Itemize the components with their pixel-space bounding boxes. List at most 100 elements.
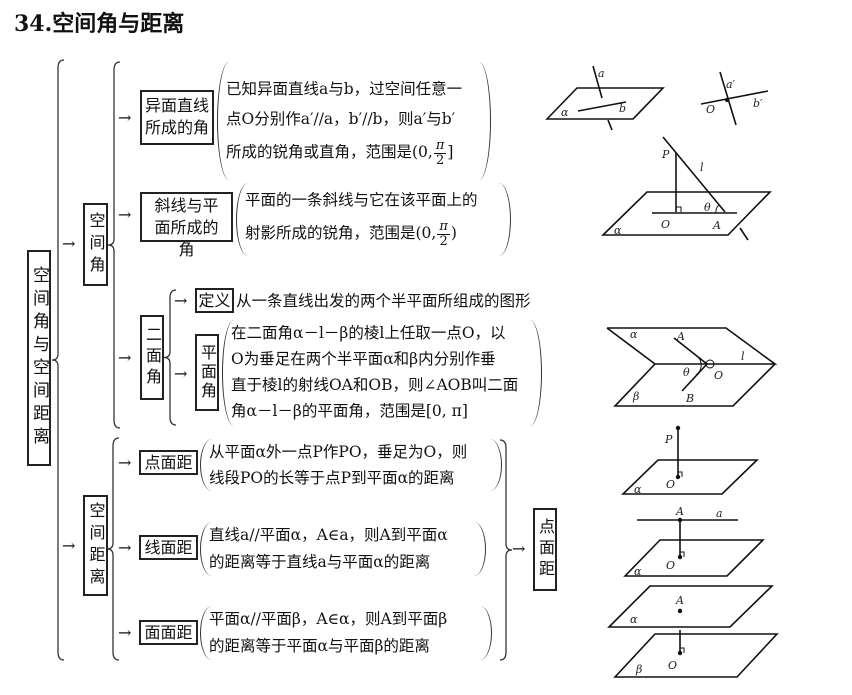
skew-lines-definition: 已知异面直线a与b，过空间任意一 点O分别作a′//a，b′//b，则a′与b′… — [217, 62, 491, 180]
node-skew-lines-angle: 异面直线所成的角 — [140, 90, 214, 145]
line-a — [592, 65, 603, 99]
label-alpha: α — [630, 613, 638, 626]
brace-root — [51, 59, 65, 661]
figure-line-plane — [623, 519, 765, 577]
plane-alpha — [545, 87, 665, 120]
plane-alpha — [623, 539, 765, 577]
text-line: 平面的一条斜线与它在该平面上的 — [245, 191, 478, 209]
arrow: → — [118, 348, 132, 367]
label-a: a — [598, 67, 605, 80]
arrow: → — [174, 291, 188, 310]
denominator: 2 — [439, 233, 448, 249]
text-line: 射影所成的锐角，范围是(0, — [245, 224, 437, 242]
arrow: → — [62, 234, 76, 253]
label-b-prime: b′ — [753, 97, 763, 110]
angle-arc — [715, 204, 720, 214]
label-alpha: α — [630, 328, 638, 341]
text-line: 所成的锐角或直角，范围是(0, — [226, 143, 433, 161]
plane-alpha — [607, 585, 774, 628]
arrow: → — [118, 538, 132, 557]
arrow: → — [118, 108, 132, 127]
figure-skew-lines — [545, 65, 769, 131]
arrow: → — [118, 453, 132, 472]
node-point-plane-distance: 点面距 — [139, 450, 198, 475]
arrow: → — [512, 539, 526, 558]
label-O: O — [714, 369, 723, 382]
label-P: P — [664, 433, 673, 446]
node-spatial-angle: 空间角 — [83, 203, 108, 286]
label-beta: β — [632, 390, 639, 403]
text-line: 直于棱l的射线OA和OB，则∠AOB叫二面 — [231, 376, 519, 394]
label-O: O — [661, 218, 670, 231]
brace-spatial-angle — [107, 61, 121, 429]
page-title: 34.空间角与距离 — [14, 11, 185, 37]
label-A: A — [676, 330, 685, 343]
arrow: → — [118, 205, 132, 224]
text-line: 的距离等于直线a与平面α的距离 — [209, 553, 431, 571]
label-alpha: α — [614, 224, 622, 237]
label-theta: θ — [704, 201, 711, 214]
plane-alpha — [621, 459, 759, 495]
line-b — [577, 101, 627, 112]
brace-dihedral — [163, 289, 177, 426]
ray-OB — [681, 363, 708, 392]
brace-distance-merge — [499, 439, 513, 661]
text-line: 平面α//平面β，A∈α，则A到平面β — [209, 610, 448, 628]
point-plane-definition: 从平面α外一点P作PO，垂足为O，则 线段PO的长等于点P到平面α的距离 — [200, 439, 502, 491]
right-angle-mark — [676, 206, 682, 212]
label-b: b — [619, 102, 626, 115]
right-angle-mark — [680, 551, 685, 557]
node-plane-plane-distance: 面面距 — [139, 620, 198, 645]
plane-beta — [613, 633, 779, 678]
plane-alpha — [601, 191, 772, 236]
line-b-prime — [700, 90, 769, 105]
text-line: 在二面角α－l－β的棱l上任取一点O，以 — [231, 324, 506, 342]
right-angle-mark — [705, 359, 715, 369]
figure-point-plane — [621, 428, 759, 495]
label-O: O — [666, 559, 675, 572]
label-O: O — [668, 659, 677, 672]
figure-dihedral-angle — [606, 327, 778, 407]
label-a: a — [716, 507, 723, 520]
label-O: O — [666, 478, 675, 491]
arrow: → — [118, 623, 132, 642]
node-line-plane-angle: 斜线与平面所成的角 — [140, 192, 233, 259]
text-line: 的距离等于平面α与平面β的距离 — [209, 637, 430, 655]
figure-plane-plane — [607, 585, 779, 678]
plane-angle-definition: 在二面角α－l－β的棱l上任取一点O，以 O为垂足在两个半平面α和β内分别作垂 … — [222, 320, 542, 426]
text-line: 线段PO的长等于点P到平面α的距离 — [209, 469, 455, 487]
numerator: π — [437, 218, 450, 235]
label-l: l — [741, 350, 745, 363]
right-angle-mark — [680, 647, 685, 653]
label-A: A — [712, 219, 721, 232]
label-alpha: α — [561, 106, 569, 119]
label-alpha: α — [634, 565, 642, 578]
text-line: O为垂足在两个半平面α和β内分别作垂 — [231, 350, 496, 368]
arrow: → — [62, 536, 76, 555]
points — [675, 98, 729, 656]
node-line-plane-distance: 线面距 — [139, 535, 198, 560]
bracket: ) — [450, 224, 457, 242]
numerator: π — [433, 137, 447, 154]
text-line: 角α－l－β的平面角，范围是[0, π] — [231, 402, 468, 420]
half-plane-beta — [613, 363, 776, 407]
denominator: 2 — [435, 152, 445, 168]
dihedral-definition-text: 从一条直线出发的两个半平面所组成的图形 — [236, 292, 531, 310]
label-A: A — [675, 594, 684, 607]
text-line: 已知异面直线a与b，过空间任意一 — [226, 80, 463, 98]
slant-line-tail — [739, 227, 749, 241]
text-line: 从平面α外一点P作PO，垂足为O，则 — [209, 443, 468, 461]
node-definition: 定义 — [195, 288, 234, 313]
label-P: P — [661, 148, 670, 161]
label-theta: θ — [683, 366, 690, 379]
node-plane-angle: 平面角 — [195, 334, 219, 411]
slant-line-l — [662, 136, 726, 213]
label-B: B — [685, 392, 694, 405]
label-alpha: α — [634, 483, 642, 496]
ray-OA — [673, 337, 708, 365]
label-A: A — [675, 505, 684, 518]
